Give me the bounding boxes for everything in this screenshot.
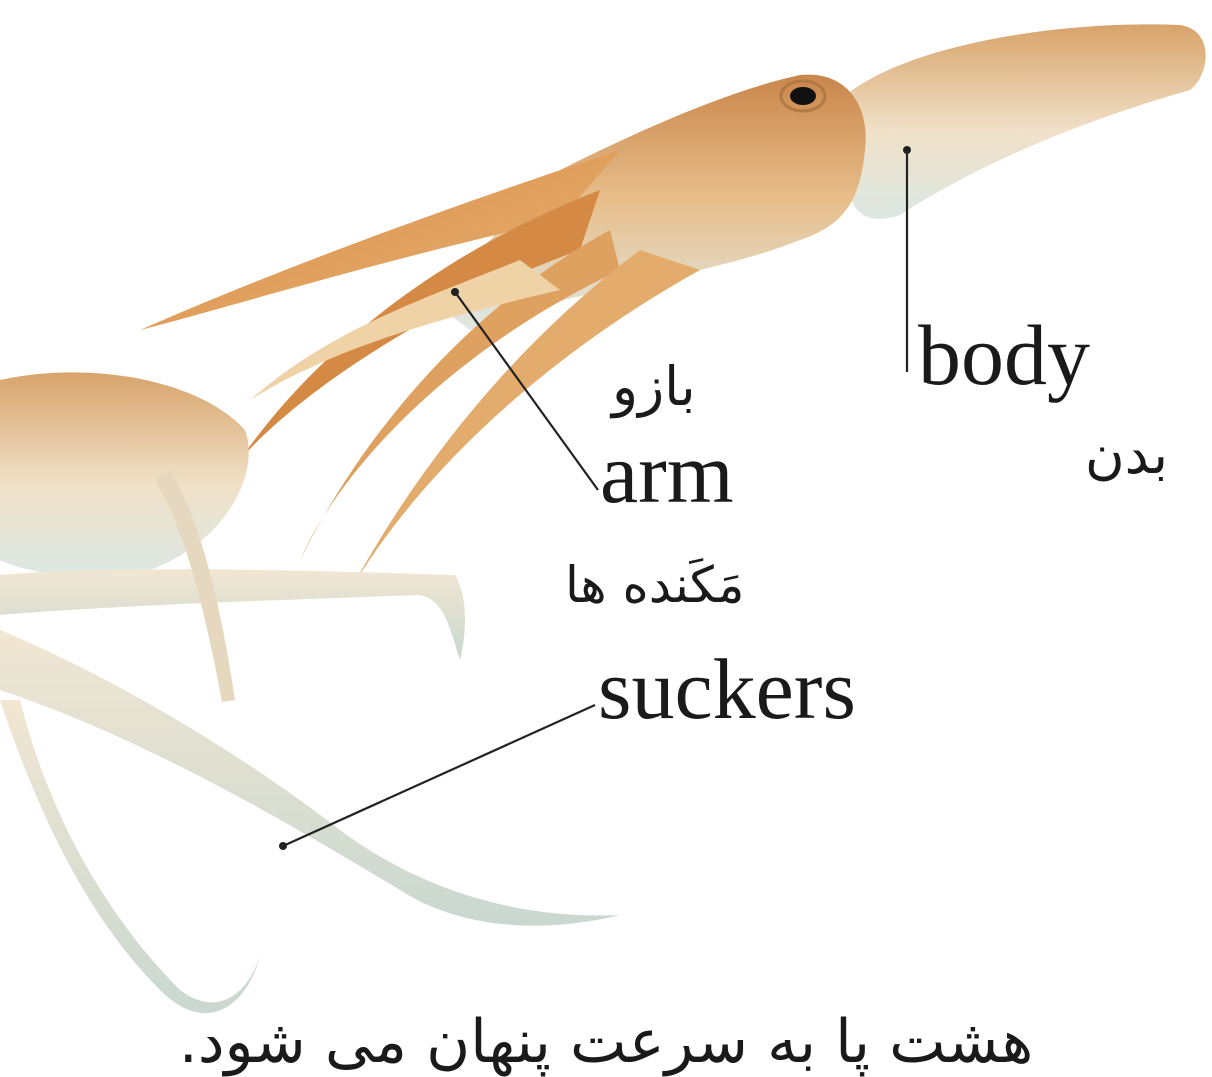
lower-body [0,372,249,576]
octopus-lower [0,372,620,1013]
octopus-mantle [829,24,1206,219]
caption-text: هشت پا به سرعت پنهان می شود. [0,1012,1212,1072]
label-suckers-english: suckers [598,646,856,732]
label-arm-english: arm [600,430,734,516]
label-arm-persian: بازو [612,360,696,414]
suckers-leader-line [283,705,595,846]
label-body-persian: بدن [1085,428,1168,482]
lower-arm-1 [0,569,465,660]
label-body-english: body [918,312,1090,398]
label-suckers-persian: مَکَنده ها [565,560,744,610]
octopus-eye [790,87,816,105]
